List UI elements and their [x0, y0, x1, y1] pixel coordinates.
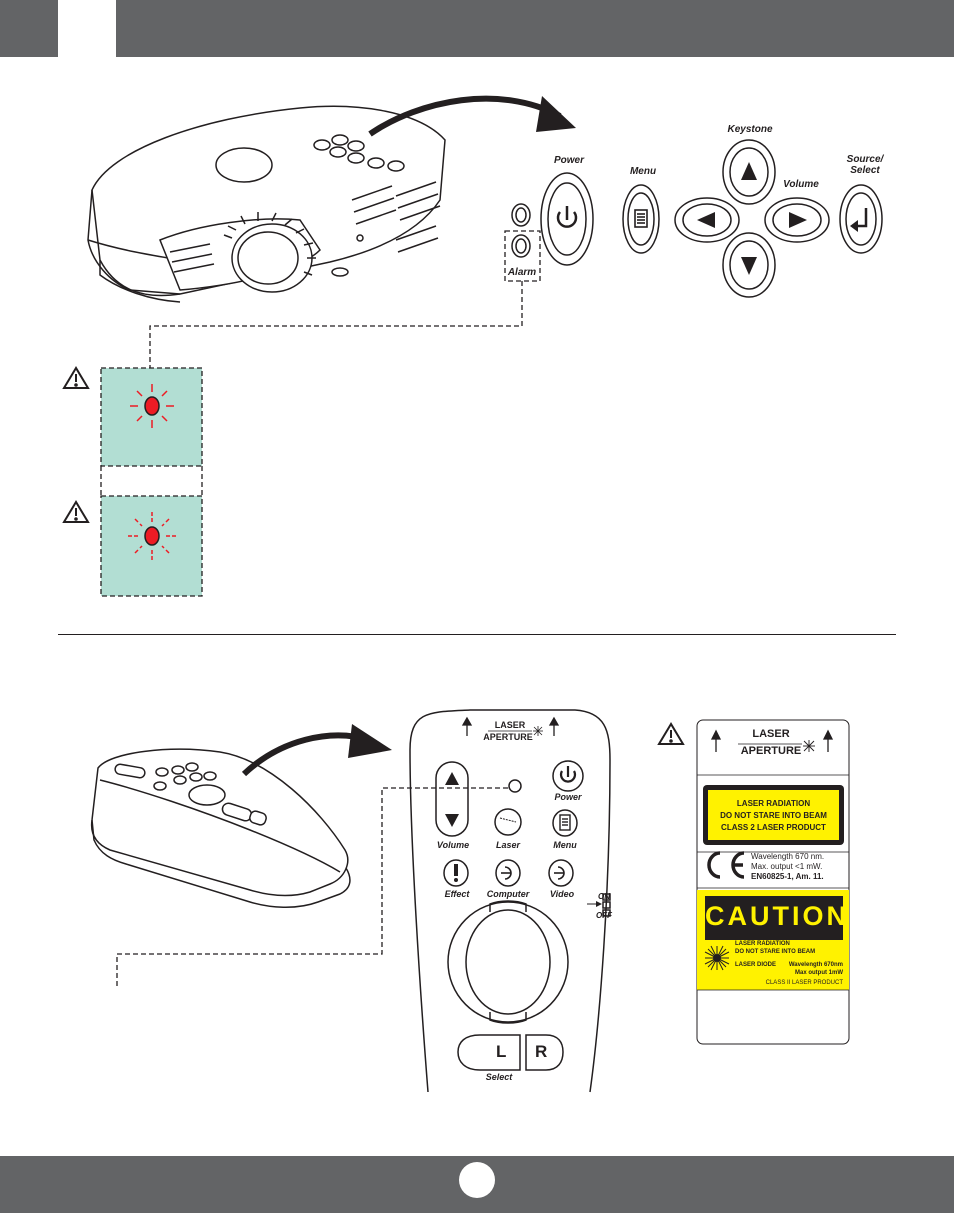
warning-triangle-icon	[657, 722, 685, 745]
volume-down-icon	[445, 814, 459, 827]
label-aperture-star-icon	[803, 740, 815, 752]
remote-effect-icon	[454, 864, 458, 882]
remote-effect-button	[443, 859, 469, 887]
arrow-left-icon	[697, 212, 715, 228]
label-caution: CAUTION	[705, 901, 849, 931]
remote-computer-label: Computer	[486, 889, 530, 899]
label-caution-max: Max output 1mW	[795, 970, 843, 976]
arrow-right-icon	[789, 212, 807, 228]
remote-volume-label: Volume	[436, 840, 470, 850]
label-warn-line3: CLASS 2 LASER PRODUCT	[721, 823, 826, 832]
remote-effect-label: Effect	[444, 889, 470, 899]
remote-outline	[409, 709, 611, 1093]
remote-menu-label: Menu	[553, 840, 577, 850]
alarm-label: Alarm	[507, 267, 537, 278]
remote-video-icon	[554, 866, 565, 880]
remote-laser-label: Laser	[495, 840, 521, 850]
label-aperture-bottom: APERTURE	[740, 745, 802, 757]
label-aperture-top: LASER	[752, 728, 790, 740]
remote-computer-icon	[501, 866, 512, 880]
power-icon	[556, 206, 578, 228]
warning-triangle-icon	[62, 366, 90, 389]
label-caution-wave: Wavelength 670nm	[788, 962, 843, 968]
ce-mark-icon	[707, 851, 745, 879]
arrow-up-icon	[741, 162, 757, 180]
remote-power-button	[552, 760, 584, 792]
arrow-to-panel	[368, 95, 562, 137]
arrow-down-icon	[741, 257, 757, 275]
laser-connector	[116, 787, 508, 986]
remote-video-label: Video	[549, 889, 575, 899]
remote-menu-icon	[559, 814, 571, 831]
label-warn-line1: LASER RADIATION	[736, 799, 811, 808]
remote-power-icon	[559, 766, 577, 783]
projector-body	[87, 105, 446, 303]
remote-computer-button	[495, 859, 521, 887]
header-page-tab	[58, 0, 116, 57]
remote-illustration	[90, 709, 850, 1093]
remote-video-button	[548, 859, 574, 887]
remote-laser-button	[494, 808, 522, 836]
label-caution-line2: DO NOT STARE INTO BEAM	[735, 949, 816, 955]
menu-label: Menu	[629, 166, 657, 177]
remote-body	[90, 748, 351, 909]
remote-disc-pad	[447, 901, 569, 1023]
label-ce-line3: EN60825-1, Am. 11.	[751, 872, 824, 881]
remote-on-label: ON	[598, 892, 610, 901]
alarm-highlight	[504, 230, 541, 282]
label-caution-line1: LASER RADIATION	[735, 941, 790, 947]
page-number-badge	[459, 1162, 495, 1198]
remote-menu-button	[552, 809, 578, 837]
remote-aperture-bottom: APERTURE	[483, 732, 533, 742]
label-caution-diode: LASER DIODE	[735, 962, 777, 968]
red-led-icon	[130, 384, 174, 428]
source-select-label: Source/ Select	[846, 154, 884, 176]
alarm-connector	[149, 281, 523, 368]
label-warn-line2: DO NOT STARE INTO BEAM	[720, 811, 827, 820]
remote-r-button	[525, 1034, 564, 1071]
projector-illustration	[62, 95, 883, 597]
volume-label: Volume	[783, 179, 819, 190]
label-ce-line1: Wavelength 670 nm.	[751, 852, 825, 861]
volume-rocker	[435, 761, 469, 837]
menu-icon	[634, 209, 648, 228]
section-divider	[58, 634, 896, 635]
header-bar	[0, 0, 954, 57]
remote-power-label: Power	[554, 792, 582, 802]
remote-select-label: Select	[485, 1072, 513, 1082]
remote-l-label: L	[496, 1042, 507, 1061]
volume-up-icon	[445, 772, 459, 785]
remote-aperture-top: LASER	[494, 720, 526, 730]
remote-l-button	[457, 1034, 521, 1071]
warning-triangle-icon	[62, 500, 90, 523]
remote-laser-icon	[499, 817, 517, 823]
remote-r-label: R	[535, 1042, 548, 1061]
label-ce-line2: Max. output <1 mW.	[751, 862, 823, 871]
led-state-box-2	[100, 495, 203, 597]
aperture-star-icon	[533, 726, 543, 736]
label-caution-class: CLASS II LASER PRODUCT	[765, 980, 843, 986]
led-state-box-1	[100, 367, 203, 467]
keystone-label: Keystone	[727, 124, 773, 135]
remote-off-label: OFF	[596, 911, 612, 920]
laser-warning-label	[696, 719, 850, 1045]
power-label: Power	[553, 155, 584, 166]
red-led-flashing-icon	[128, 512, 176, 560]
